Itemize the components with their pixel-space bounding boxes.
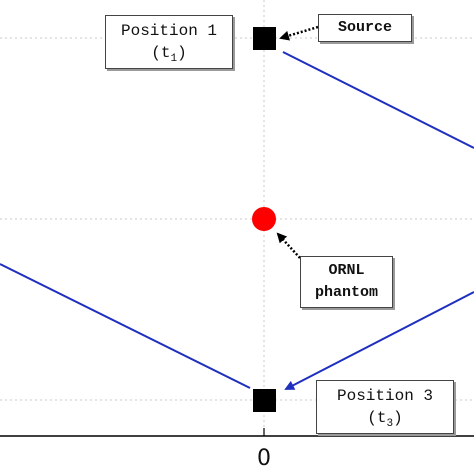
position-1-time-end: )	[177, 44, 187, 62]
position-1-time: (t1)	[106, 42, 232, 70]
x-tick-label-0: 0	[257, 446, 271, 471]
position-3-time-end: )	[393, 409, 403, 427]
ornl-phantom-marker	[252, 207, 276, 231]
position-1-label: Position 1 (t1)	[105, 15, 233, 69]
trajectory-arrow-lower-right	[284, 291, 474, 390]
source-label-text: Source	[337, 19, 392, 36]
position-3-time-subscript: 3	[386, 418, 394, 431]
source-label: Source	[318, 14, 412, 42]
trajectory-line-lower-left	[0, 263, 251, 389]
source-marker-position-1	[253, 27, 276, 50]
source-marker-position-3	[253, 389, 276, 412]
trajectory-line-upper-right	[282, 51, 474, 149]
phantom-callout-arrow	[276, 232, 301, 259]
phantom-label-line-2: phantom	[314, 284, 378, 301]
position-1-time-base: (t	[151, 44, 171, 62]
position-1-time-subscript: 1	[170, 53, 178, 66]
position-3-time: (t3)	[317, 407, 453, 435]
position-3-label: Position 3 (t3)	[316, 380, 454, 434]
position-3-title: Position 3	[336, 387, 433, 405]
phantom-label-line-1: ORNL	[328, 262, 365, 279]
position-1-title: Position 1	[120, 22, 217, 40]
source-callout-arrow	[279, 25, 319, 41]
phantom-label: ORNL phantom	[300, 256, 393, 308]
position-3-time-base: (t	[367, 409, 387, 427]
